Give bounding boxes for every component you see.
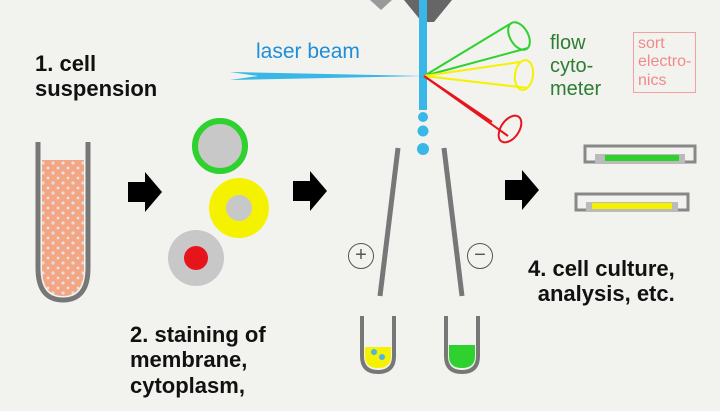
arrow-icon (128, 170, 539, 212)
detector-cone-icon (497, 21, 535, 144)
petri-dish-icon (574, 144, 697, 212)
deflection-plates (377, 147, 465, 297)
step1-label: 1. cell suspension (35, 51, 158, 102)
step4-label: 4. cell culture, analysis, etc. (528, 256, 675, 307)
laser-beam-label: laser beam (256, 40, 360, 63)
stained-cells (168, 118, 269, 286)
laser-beam-ray (230, 72, 424, 80)
nozzle-icon (370, 0, 452, 22)
scatter-rays (423, 23, 529, 137)
laser-stream (417, 0, 429, 155)
sort-electronics-box: sort electro- nics (633, 32, 697, 94)
flow-cytometer-label: flow cyto- meter (550, 32, 602, 100)
minus-sign: − (467, 243, 493, 269)
plus-sign: + (348, 243, 374, 269)
step2-label: 2. staining of membrane, cytoplasm, (130, 322, 266, 398)
collection-tubes (360, 316, 480, 375)
test-tube-icon (35, 142, 91, 303)
